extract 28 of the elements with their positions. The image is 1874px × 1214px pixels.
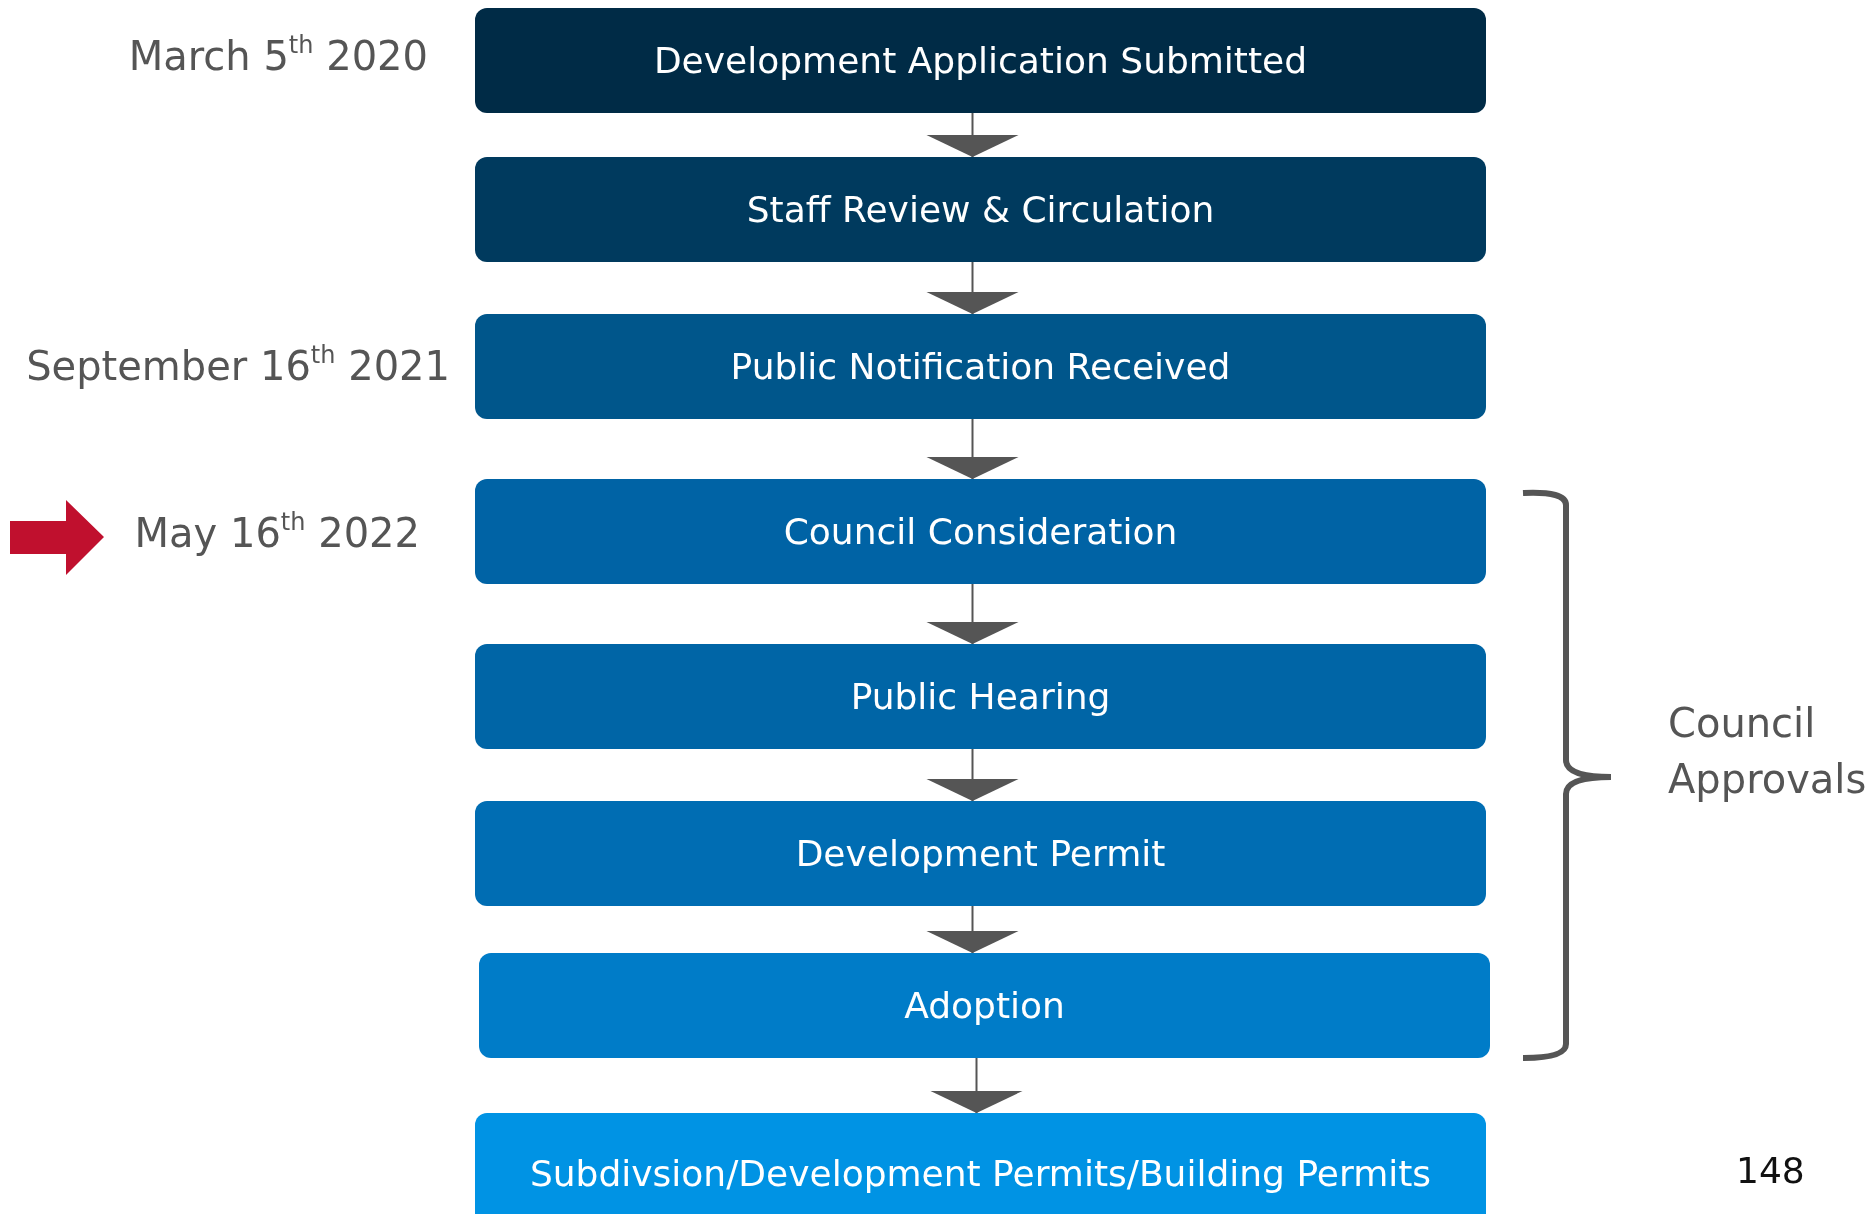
process-box (475, 479, 1486, 584)
process-box (475, 1113, 1486, 1214)
chevron-arrow (926, 112, 1019, 158)
step-label: Subdivsion/Development Permits/Building Permits (529, 1152, 1432, 1194)
chevron-arrow (926, 748, 1019, 802)
step-label: Council Consideration (783, 511, 1178, 552)
chevron-arrow (926, 583, 1019, 645)
step-label: Public Notification Received (730, 346, 1231, 387)
process-box (475, 314, 1486, 419)
process-box (475, 8, 1486, 113)
chevron-arrow (926, 261, 1019, 315)
step-label: Staff Review & Circulation (746, 189, 1215, 230)
process-box (479, 953, 1490, 1058)
group-label: Council Approvals (1668, 699, 1868, 804)
process-box (475, 644, 1486, 749)
chevron-arrow (926, 418, 1019, 480)
process-box (475, 801, 1486, 906)
step-label: Adoption (904, 985, 1065, 1026)
step-label: Development Application Submitted (653, 40, 1308, 81)
date-label: September 16$^{th}$ 2021 (26, 343, 450, 389)
process-box (475, 157, 1486, 262)
date-label: May 16$^{th}$ 2022 (134, 510, 420, 556)
page-number: 148 (1736, 1149, 1806, 1193)
date-label: March 5$^{th}$ 2020 (128, 33, 428, 79)
step-label: Development Permit (795, 833, 1166, 874)
step-label: Public Hearing (850, 676, 1111, 717)
chevron-arrow (926, 905, 1019, 954)
chevron-arrow (930, 1057, 1023, 1114)
